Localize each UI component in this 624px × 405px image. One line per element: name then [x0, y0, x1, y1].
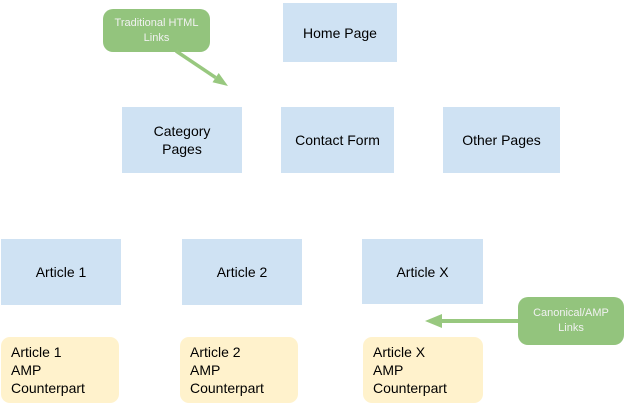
callout-traditional-html-links: Traditional HTML Links	[103, 9, 210, 52]
node-article-x: Article X	[362, 239, 483, 304]
node-article-1-amp-counterpart: Article 1 AMP Counterpart	[1, 337, 119, 403]
traditional-links-arrow-icon	[175, 49, 228, 86]
node-contact-form: Contact Form	[281, 107, 394, 173]
callout-canonical-amp-links: Canonical/AMP Links	[518, 297, 624, 345]
node-home-page: Home Page	[283, 3, 397, 62]
node-category-pages: Category Pages	[122, 107, 242, 173]
node-article-2: Article 2	[182, 239, 302, 305]
node-article-x-amp-counterpart: Article X AMP Counterpart	[363, 337, 483, 403]
node-article-1: Article 1	[1, 239, 121, 305]
node-other-pages: Other Pages	[443, 107, 560, 173]
canonical-amp-links-arrow-icon	[425, 314, 518, 328]
node-article-2-amp-counterpart: Article 2 AMP Counterpart	[180, 337, 298, 403]
